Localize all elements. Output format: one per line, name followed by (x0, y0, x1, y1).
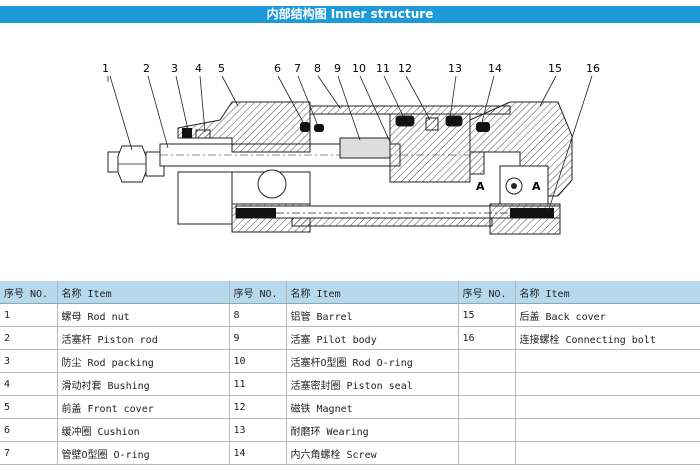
callout-2: 2 (143, 62, 150, 75)
cell (515, 349, 700, 373)
cell (458, 372, 516, 396)
back-cover-part (469, 101, 573, 235)
cell: 防尘 Rod packing (57, 349, 230, 373)
cell: 12 (229, 395, 287, 419)
cell: 磁铁 Magnet (286, 395, 459, 419)
cell: 活塞 Pilot body (286, 326, 459, 350)
callout-10: 10 (352, 62, 366, 75)
cell: 管壁O型圈 O-ring (57, 441, 230, 465)
cell: 3 (0, 349, 58, 373)
cell: 耐磨环 Wearing (286, 418, 459, 442)
seals-part (182, 122, 490, 139)
table-row: 3 防尘 Rod packing 10 活塞杆O型圈 Rod O-ring (0, 349, 700, 373)
callout-5: 5 (218, 62, 225, 75)
cell (515, 441, 700, 465)
cell: 缓冲圈 Cushion (57, 418, 230, 442)
header-no-1: 序号 NO. (0, 281, 58, 304)
cell: 螺母 Rod nut (57, 303, 230, 327)
cell (458, 395, 516, 419)
callout-15: 15 (548, 62, 562, 75)
cell (458, 349, 516, 373)
table-header-row: 序号 NO. 名称 Item 序号 NO. 名称 Item 序号 NO. 名称 … (0, 281, 700, 304)
callout-16: 16 (586, 62, 600, 75)
callout-14: 14 (488, 62, 502, 75)
cylinder-cross-section: 1 2 3 4 5 6 7 8 9 10 11 12 13 14 15 16 A… (102, 62, 600, 235)
cell: 11 (229, 372, 287, 396)
cell: 8 (229, 303, 287, 327)
diagram-title: 内部结构图 Inner structure (0, 6, 700, 23)
callout-8: 8 (314, 62, 321, 75)
cell (458, 441, 516, 465)
cell: 10 (229, 349, 287, 373)
cell (515, 418, 700, 442)
cell: 铝管 Barrel (286, 303, 459, 327)
cell: 前盖 Front cover (57, 395, 230, 419)
header-item-1: 名称 Item (57, 281, 230, 304)
cell: 14 (229, 441, 287, 465)
table-row: 7 管壁O型圈 O-ring 14 内六角螺栓 Screw (0, 441, 700, 465)
cell: 16 (458, 326, 516, 350)
header-item-3: 名称 Item (515, 281, 700, 304)
cell (458, 418, 516, 442)
table-row: 4 滑动衬套 Bushing 11 活塞密封圈 Piston seal (0, 372, 700, 396)
cell (515, 372, 700, 396)
callout-11: 11 (376, 62, 390, 75)
table-row: 1 螺母 Rod nut 8 铝管 Barrel 15 后盖 Back cove… (0, 303, 700, 327)
callout-12: 12 (398, 62, 412, 75)
callout-6: 6 (274, 62, 281, 75)
parts-table: 序号 NO. 名称 Item 序号 NO. 名称 Item 序号 NO. 名称 … (0, 281, 700, 465)
header-no-3: 序号 NO. (458, 281, 516, 304)
cell: 5 (0, 395, 58, 419)
cell (515, 395, 700, 419)
callout-1: 1 (102, 62, 109, 75)
cell: 活塞密封圈 Piston seal (286, 372, 459, 396)
table-row: 5 前盖 Front cover 12 磁铁 Magnet (0, 395, 700, 419)
callout-leaders (107, 75, 593, 213)
connecting-bolt-part (236, 208, 554, 218)
callout-7: 7 (294, 62, 301, 75)
cell: 13 (229, 418, 287, 442)
cell: 7 (0, 441, 58, 465)
cell: 4 (0, 372, 58, 396)
cell: 内六角螺栓 Screw (286, 441, 459, 465)
callout-9: 9 (334, 62, 341, 75)
cell: 活塞杆 Piston rod (57, 326, 230, 350)
section-mark-right: A (532, 180, 541, 193)
callout-4: 4 (195, 62, 202, 75)
piston-part (339, 113, 485, 183)
cell: 连接螺栓 Connecting bolt (515, 326, 700, 350)
callout-13: 13 (448, 62, 462, 75)
table-row: 2 活塞杆 Piston rod 9 活塞 Pilot body 16 连接螺栓… (0, 326, 700, 350)
callout-3: 3 (171, 62, 178, 75)
header-no-2: 序号 NO. (229, 281, 287, 304)
cell: 滑动衬套 Bushing (57, 372, 230, 396)
cell: 活塞杆O型圈 Rod O-ring (286, 349, 459, 373)
cell: 6 (0, 418, 58, 442)
table-row: 6 缓冲圈 Cushion 13 耐磨环 Wearing (0, 418, 700, 442)
cell: 9 (229, 326, 287, 350)
header-item-2: 名称 Item (286, 281, 459, 304)
cell: 15 (458, 303, 516, 327)
rod-nut-part (107, 145, 165, 183)
cell: 后盖 Back cover (515, 303, 700, 327)
cell: 2 (0, 326, 58, 350)
cell: 1 (0, 303, 58, 327)
section-mark-left: A (476, 180, 485, 193)
